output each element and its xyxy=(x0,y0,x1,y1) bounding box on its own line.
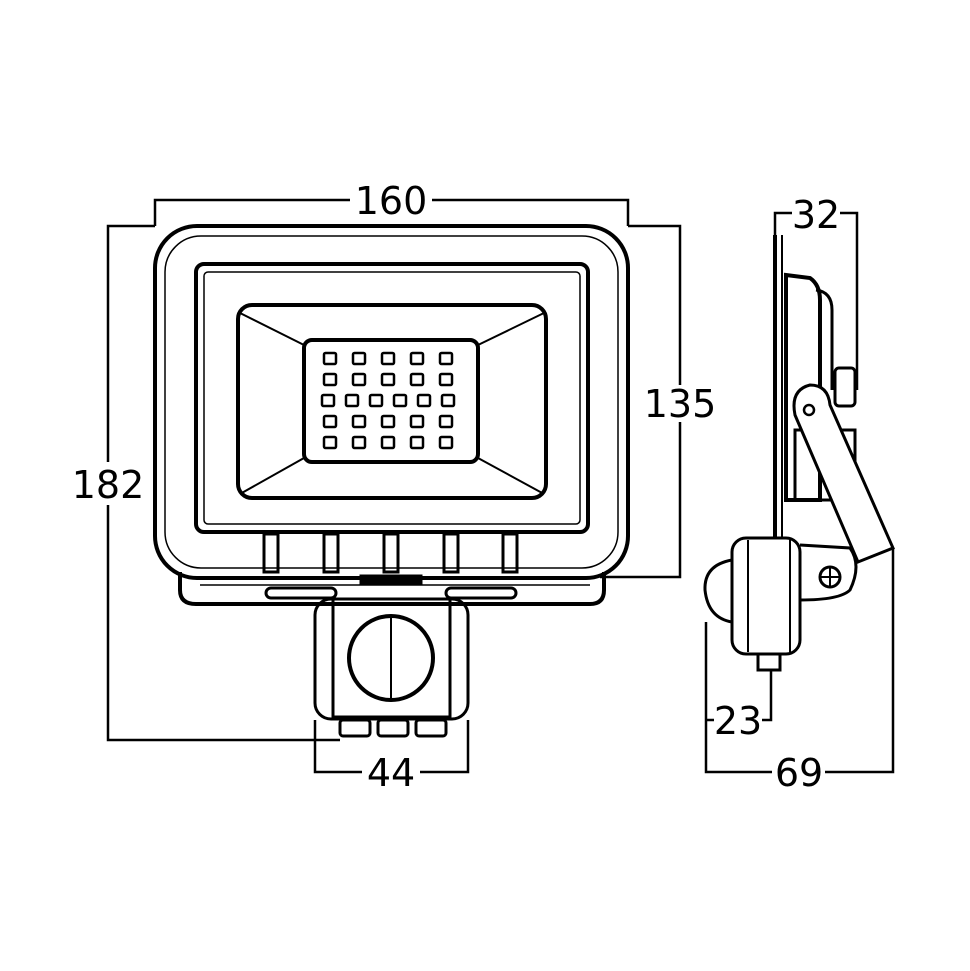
side-gland xyxy=(833,366,857,408)
led-board xyxy=(302,338,480,464)
led-chip xyxy=(380,435,396,450)
dim-label-69: 69 xyxy=(775,751,823,795)
dimension-lines xyxy=(106,198,895,774)
slot-right xyxy=(444,586,518,600)
side-knob xyxy=(756,652,782,672)
dim-label-182: 182 xyxy=(72,463,145,507)
bracket-joint xyxy=(359,574,423,586)
slot-left xyxy=(264,586,338,600)
led-chip xyxy=(438,351,454,366)
led-chip xyxy=(409,351,425,366)
led-chip xyxy=(409,372,425,387)
reflector-edge xyxy=(477,311,547,346)
sensor-knobs xyxy=(338,718,448,738)
led-chip xyxy=(322,372,338,387)
led-chip xyxy=(438,435,454,450)
cooling-fins xyxy=(262,532,519,574)
led-chip xyxy=(416,393,432,408)
led-chip xyxy=(380,351,396,366)
reflector xyxy=(236,303,548,500)
led-chip xyxy=(440,393,456,408)
dim-line-23 xyxy=(706,670,773,722)
front-view xyxy=(153,224,630,738)
housing-inner-frame xyxy=(164,235,619,569)
mounting-arm xyxy=(792,383,895,564)
dim-label-32: 32 xyxy=(792,193,840,237)
led-chip xyxy=(351,435,367,450)
knob xyxy=(414,718,448,738)
fin xyxy=(262,532,280,574)
led-chip xyxy=(438,414,454,429)
reflector-edge xyxy=(477,457,545,495)
arm-hinge xyxy=(799,543,858,602)
led-chip xyxy=(351,372,367,387)
knob xyxy=(376,718,410,738)
glass-panel xyxy=(194,262,590,534)
side-cover xyxy=(815,288,834,390)
fin xyxy=(442,532,460,574)
dim-label-160: 160 xyxy=(355,179,428,223)
knob xyxy=(338,718,372,738)
side-view xyxy=(703,235,895,672)
side-sensor-dome xyxy=(703,558,733,624)
led-chip xyxy=(409,414,425,429)
led-chip xyxy=(438,372,454,387)
led-chip xyxy=(320,393,336,408)
dim-label-135: 135 xyxy=(644,382,717,426)
glass-inner xyxy=(203,271,581,525)
housing-outer xyxy=(153,224,630,580)
dim-line-69 xyxy=(704,548,895,774)
fin xyxy=(322,532,340,574)
dim-line-32 xyxy=(773,211,859,390)
arm-pivot xyxy=(802,403,816,417)
fin xyxy=(501,532,519,574)
dim-line-135 xyxy=(600,224,682,579)
led-grid xyxy=(320,351,456,450)
led-chip xyxy=(322,351,338,366)
dim-line-44 xyxy=(313,720,470,774)
led-chip xyxy=(380,414,396,429)
bottom-lip xyxy=(178,572,606,606)
reflector-edge xyxy=(237,311,305,346)
led-chip xyxy=(368,393,384,408)
dim-line-182 xyxy=(106,224,340,742)
led-chip xyxy=(409,435,425,450)
dim-label-23: 23 xyxy=(714,699,762,743)
dim-label-44: 44 xyxy=(367,751,415,795)
dim-line-160 xyxy=(153,198,630,226)
led-chip xyxy=(322,435,338,450)
led-chip xyxy=(380,372,396,387)
led-chip xyxy=(351,351,367,366)
reflector-edge xyxy=(239,457,305,495)
led-chip xyxy=(351,414,367,429)
fin xyxy=(382,532,400,574)
led-chip xyxy=(322,414,338,429)
sensor-face xyxy=(331,597,452,719)
led-chip xyxy=(344,393,360,408)
led-chip xyxy=(392,393,408,408)
